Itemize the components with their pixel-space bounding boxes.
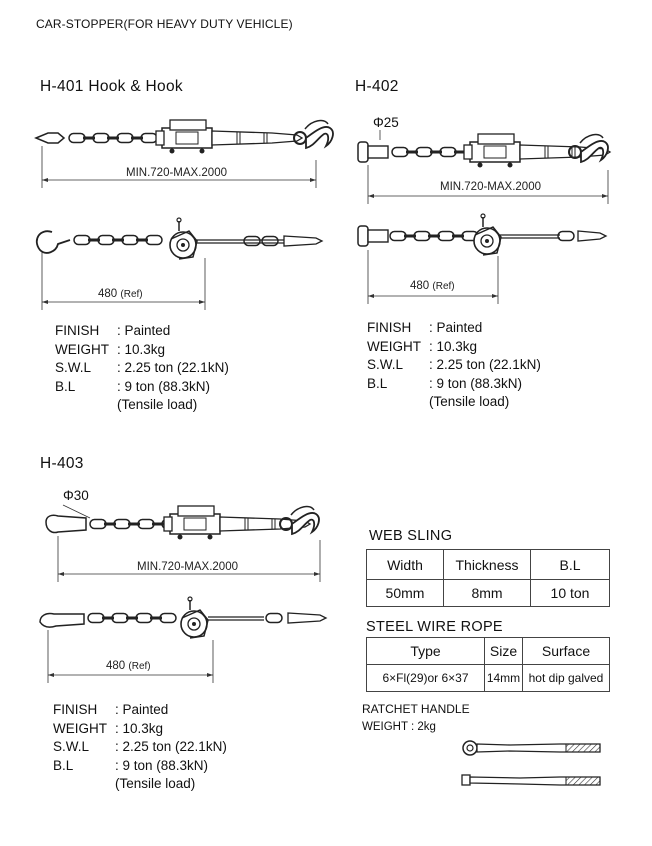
h402-side-drawing (357, 213, 608, 256)
web-sling-header: B.L (530, 549, 610, 580)
h402-ref-dimension (367, 250, 499, 304)
spec-key: S.W.L (53, 739, 90, 754)
spec-key: S.W.L (55, 360, 92, 375)
h401-length-dimension (41, 146, 317, 188)
h401-side-drawing (35, 217, 324, 260)
rope-cell: hot dip galved (522, 664, 610, 692)
ref-unit: (Ref) (128, 661, 151, 672)
spec-value: : Painted (117, 323, 171, 338)
spec-key: FINISH (53, 702, 98, 717)
ref-unit: (Ref) (432, 281, 455, 292)
spec-key: B.L (367, 375, 388, 391)
spec-note: (Tensile load) (117, 397, 198, 412)
rope-cell: 6×Fl(29)or 6×37 (366, 664, 485, 692)
ratchet-handle-drawing-top (462, 740, 601, 756)
model-title-h403: H-403 (40, 455, 84, 472)
web-sling-table: Width Thickness B.L 50mm 8mm 10 ton (366, 549, 610, 607)
rope-header: Type (366, 637, 485, 665)
spec-block-h402: FINISH : Painted WEIGHT : 10.3kg S.W.L : 2.… (367, 319, 541, 412)
page-title: CAR-STOPPER(FOR HEAVY DUTY VEHICLE) (36, 17, 293, 31)
spec-value: : 9 ton (88.3kN) (115, 757, 209, 773)
steel-wire-rope-title: STEEL WIRE ROPE (366, 619, 503, 635)
ref-value: 480 (410, 280, 430, 292)
spec-note: (Tensile load) (115, 776, 196, 791)
spec-value: : 9 ton (88.3kN) (429, 375, 523, 391)
spec-key: B.L (55, 378, 76, 394)
web-sling-cell: 8mm (443, 579, 531, 607)
spec-note: (Tensile load) (429, 394, 510, 409)
diameter-label-h402: Φ25 (373, 115, 399, 130)
rope-cell: 14mm (484, 664, 523, 692)
spec-value: : 10.3kg (115, 720, 164, 736)
web-sling-cell: 10 ton (530, 579, 610, 607)
spec-key: B.L (53, 757, 74, 773)
ref-value: 480 (106, 660, 126, 672)
ref-label-h401: 480 (Ref) (98, 288, 143, 300)
model-title-h401: H-401 Hook & Hook (40, 78, 183, 95)
h403-side-drawing (39, 596, 328, 639)
spec-block-h403: FINISH : Painted WEIGHT : 10.3kg S.W.L : 2.… (53, 701, 227, 794)
ref-value: 480 (98, 288, 118, 300)
ref-unit: (Ref) (120, 289, 143, 300)
spec-value: : 2.25 ton (22.1kN) (115, 739, 227, 754)
spec-key: WEIGHT (53, 720, 107, 736)
spec-key: S.W.L (367, 357, 404, 372)
model-title-h402: H-402 (355, 78, 399, 95)
spec-value: : 2.25 ton (22.1kN) (429, 357, 541, 372)
h402-top-drawing (357, 130, 611, 169)
spec-value: : 10.3kg (117, 341, 166, 357)
ratchet-handle-weight: WEIGHT : 2kg (362, 721, 436, 733)
h401-top-drawing (34, 119, 334, 155)
spec-key: WEIGHT (367, 338, 421, 354)
spec-key: FINISH (55, 323, 100, 338)
rope-header: Surface (522, 637, 610, 665)
spec-value: : 2.25 ton (22.1kN) (117, 360, 229, 375)
h403-length-dimension (57, 536, 321, 582)
spec-value: : 10.3kg (429, 338, 478, 354)
spec-block-h401: FINISH : Painted WEIGHT : 10.3kg S.W.L : 2.… (55, 322, 229, 415)
web-sling-title: WEB SLING (369, 528, 453, 544)
ref-label-h403: 480 (Ref) (106, 660, 151, 672)
spec-value: : Painted (115, 702, 169, 717)
spec-value: : 9 ton (88.3kN) (117, 378, 211, 394)
length-label-h402: MIN.720-MAX.2000 (440, 181, 541, 193)
h403-top-drawing (45, 504, 320, 541)
diameter-label-h403: Φ30 (63, 488, 89, 503)
ref-label-h402: 480 (Ref) (410, 280, 455, 292)
steel-wire-rope-table: Type Size Surface 6×Fl(29)or 6×37 14mm h… (366, 637, 610, 692)
length-label-h403: MIN.720-MAX.2000 (137, 561, 238, 573)
ratchet-handle-drawing-side (461, 774, 601, 786)
spec-key: FINISH (367, 320, 412, 335)
h403-ref-dimension (47, 630, 214, 683)
ratchet-handle-title: RATCHET HANDLE (362, 702, 470, 716)
length-label-h401: MIN.720-MAX.2000 (126, 167, 227, 179)
web-sling-cell: 50mm (366, 579, 444, 607)
h401-ref-dimension (41, 252, 206, 310)
spec-key: WEIGHT (55, 341, 109, 357)
spec-value: : Painted (429, 320, 483, 335)
h402-length-dimension (367, 165, 609, 204)
